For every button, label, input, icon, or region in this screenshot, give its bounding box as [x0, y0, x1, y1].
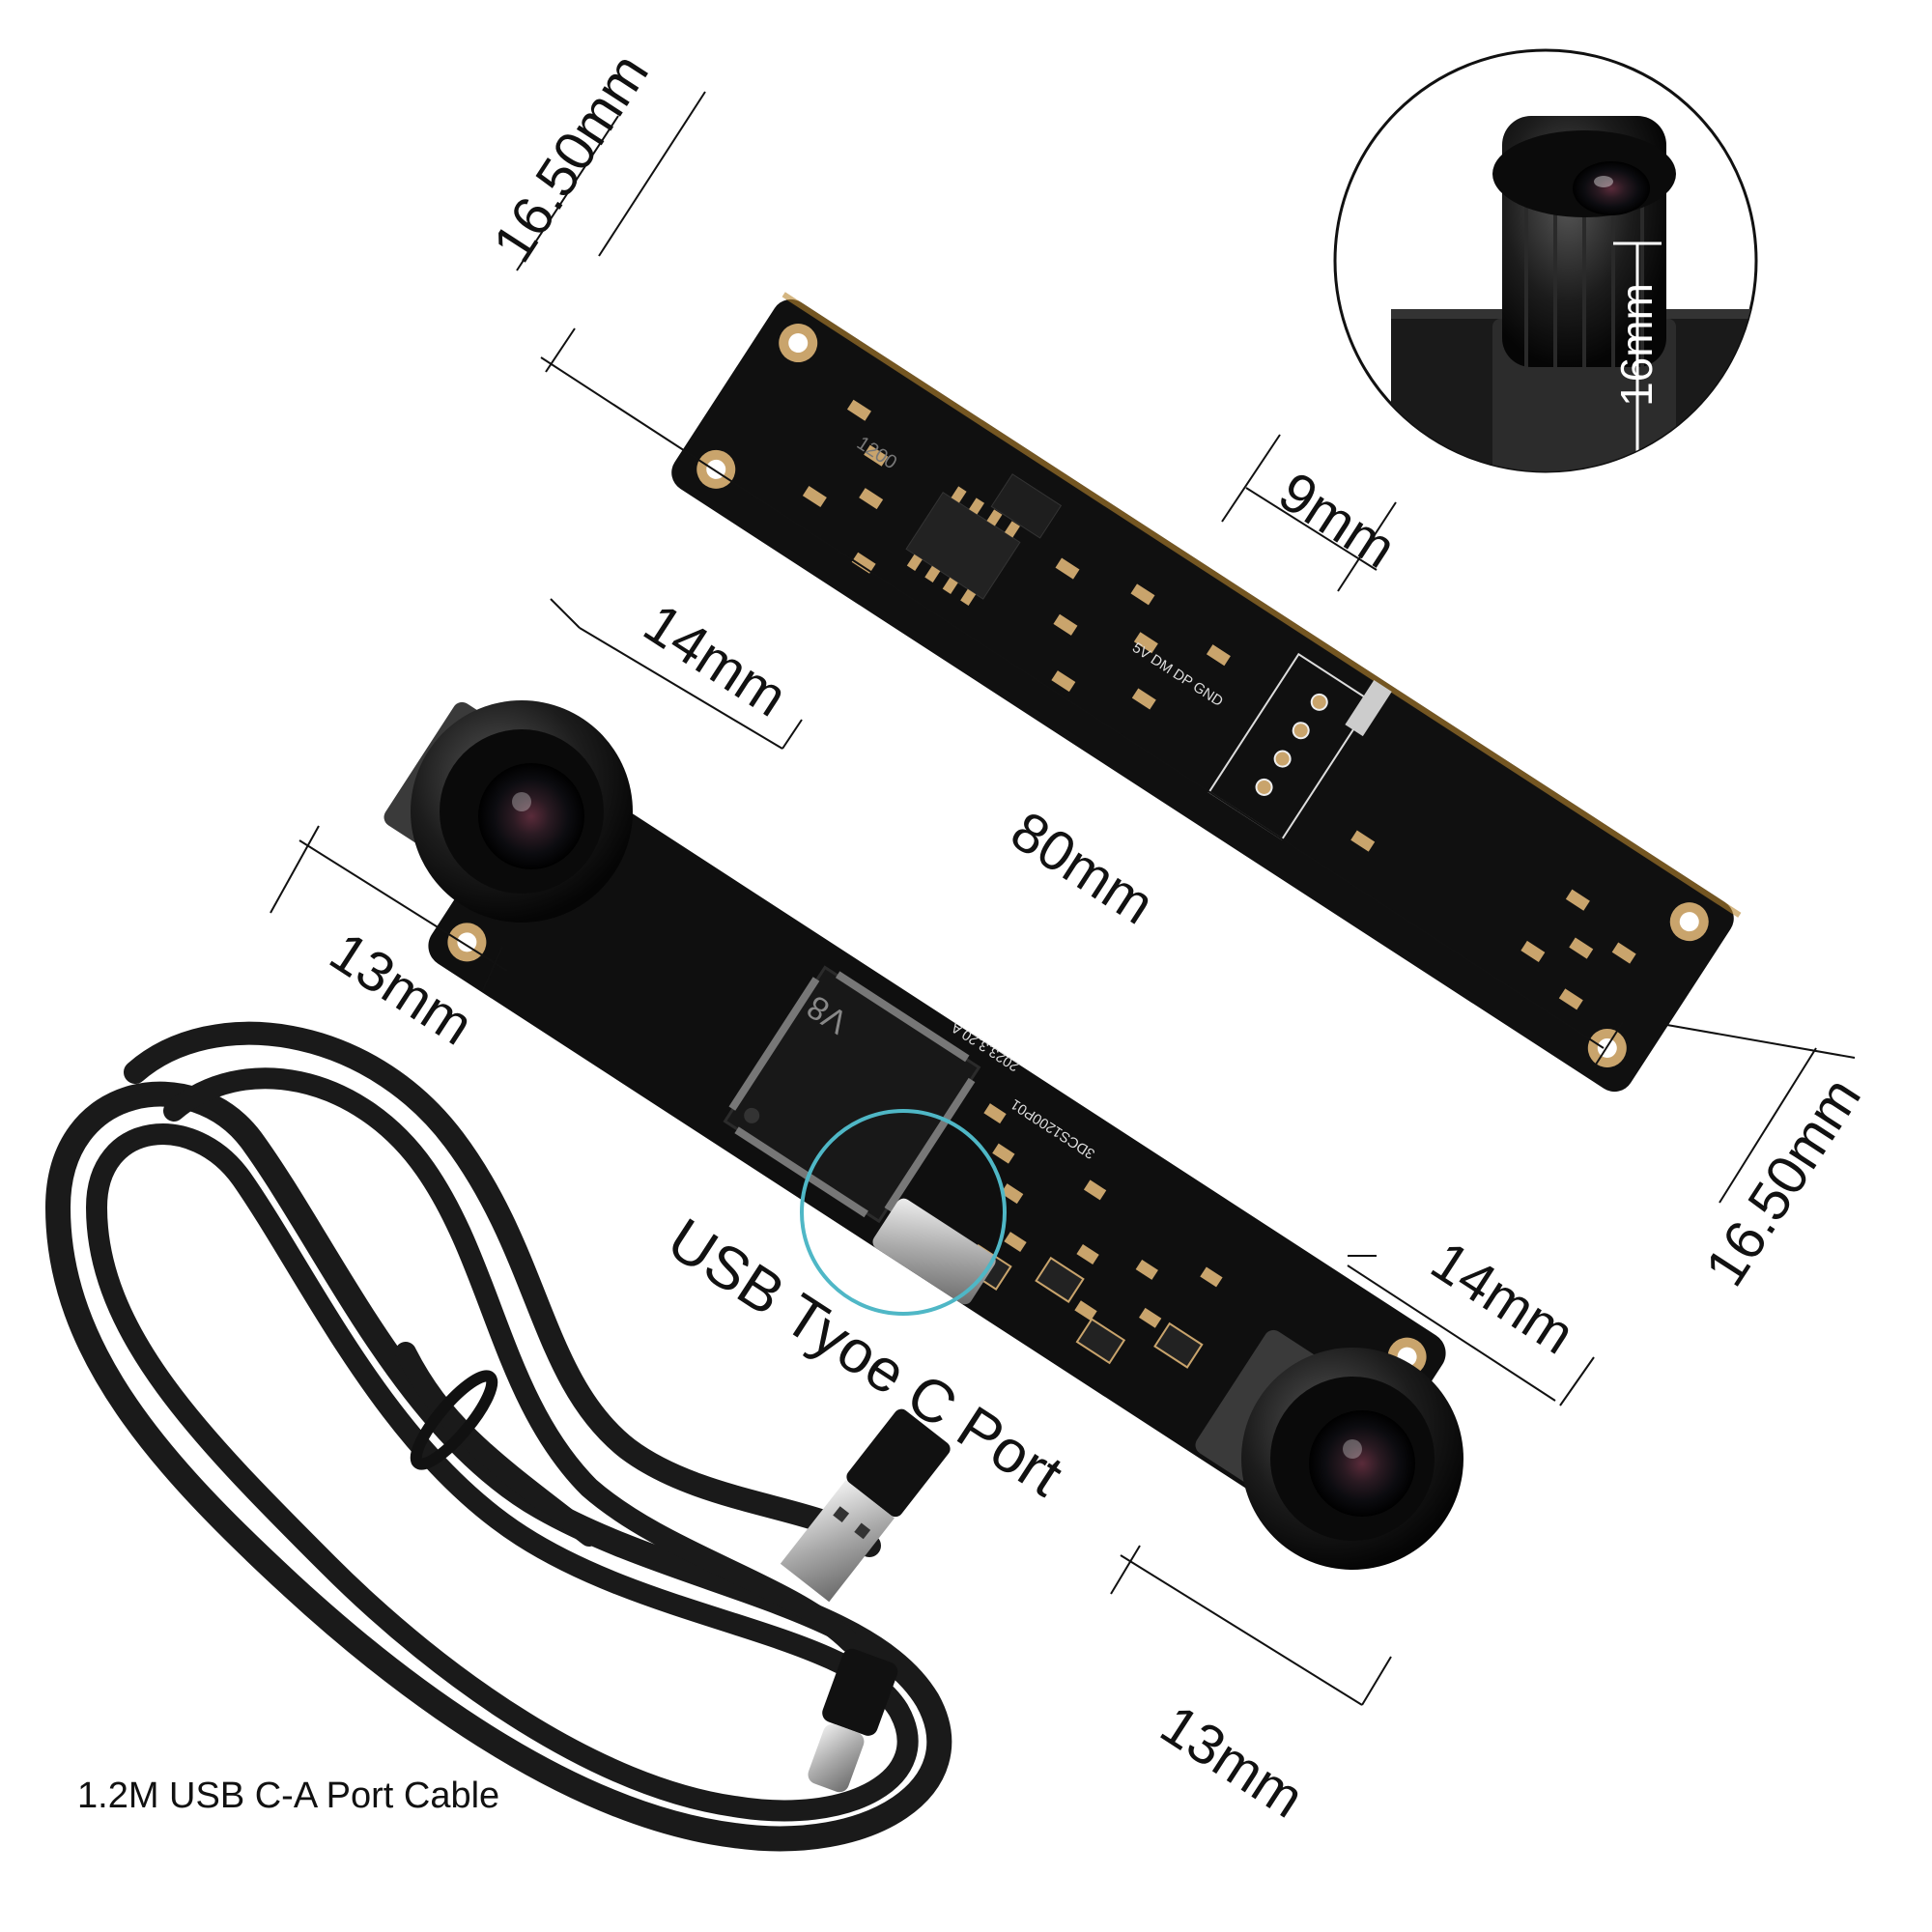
usb-callout-circle	[800, 1109, 1007, 1316]
left-lens	[384, 700, 633, 923]
usb-a-plug	[780, 1408, 951, 1603]
top-board	[671, 292, 1742, 1093]
bottom-board	[428, 765, 1446, 1534]
lens-inset	[1333, 48, 1758, 473]
right-lens	[1195, 1329, 1463, 1570]
usb-cable	[44, 1021, 952, 1852]
usb-c-plug	[808, 1648, 898, 1793]
dim-lens-height: 16mm	[1610, 283, 1662, 407]
cable-caption: 1.2M USB C-A Port Cable	[77, 1776, 500, 1816]
